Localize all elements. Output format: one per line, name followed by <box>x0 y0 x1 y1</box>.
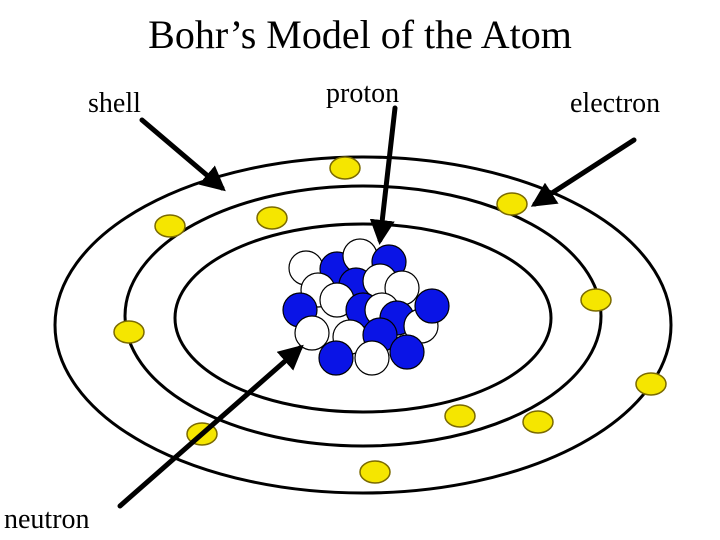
electron <box>154 214 186 238</box>
electron <box>256 206 288 230</box>
electron <box>359 460 391 484</box>
proton <box>318 340 354 376</box>
electron <box>444 404 476 428</box>
electron <box>635 372 667 396</box>
shell-label: shell <box>88 88 141 119</box>
nucleus <box>282 238 450 376</box>
neutron <box>294 315 330 351</box>
neutron-arrow <box>117 344 304 509</box>
inner-shell <box>173 222 553 414</box>
proton <box>389 334 425 370</box>
proton <box>414 288 450 324</box>
shell-arrow <box>139 117 226 192</box>
electron <box>522 410 554 434</box>
diagram-title: Bohr’s Model of the Atom <box>148 12 572 57</box>
electron <box>580 288 612 312</box>
electron-arrow <box>530 137 637 207</box>
electron <box>496 192 528 216</box>
neutron-label: neutron <box>4 504 90 535</box>
electron <box>329 156 361 180</box>
middle-shell <box>123 184 603 448</box>
neutron <box>354 340 390 376</box>
electron <box>113 320 145 344</box>
proton-label: proton <box>326 78 400 109</box>
electron-label: electron <box>570 88 661 119</box>
proton-arrow <box>369 105 398 245</box>
outer-shell <box>53 155 673 495</box>
